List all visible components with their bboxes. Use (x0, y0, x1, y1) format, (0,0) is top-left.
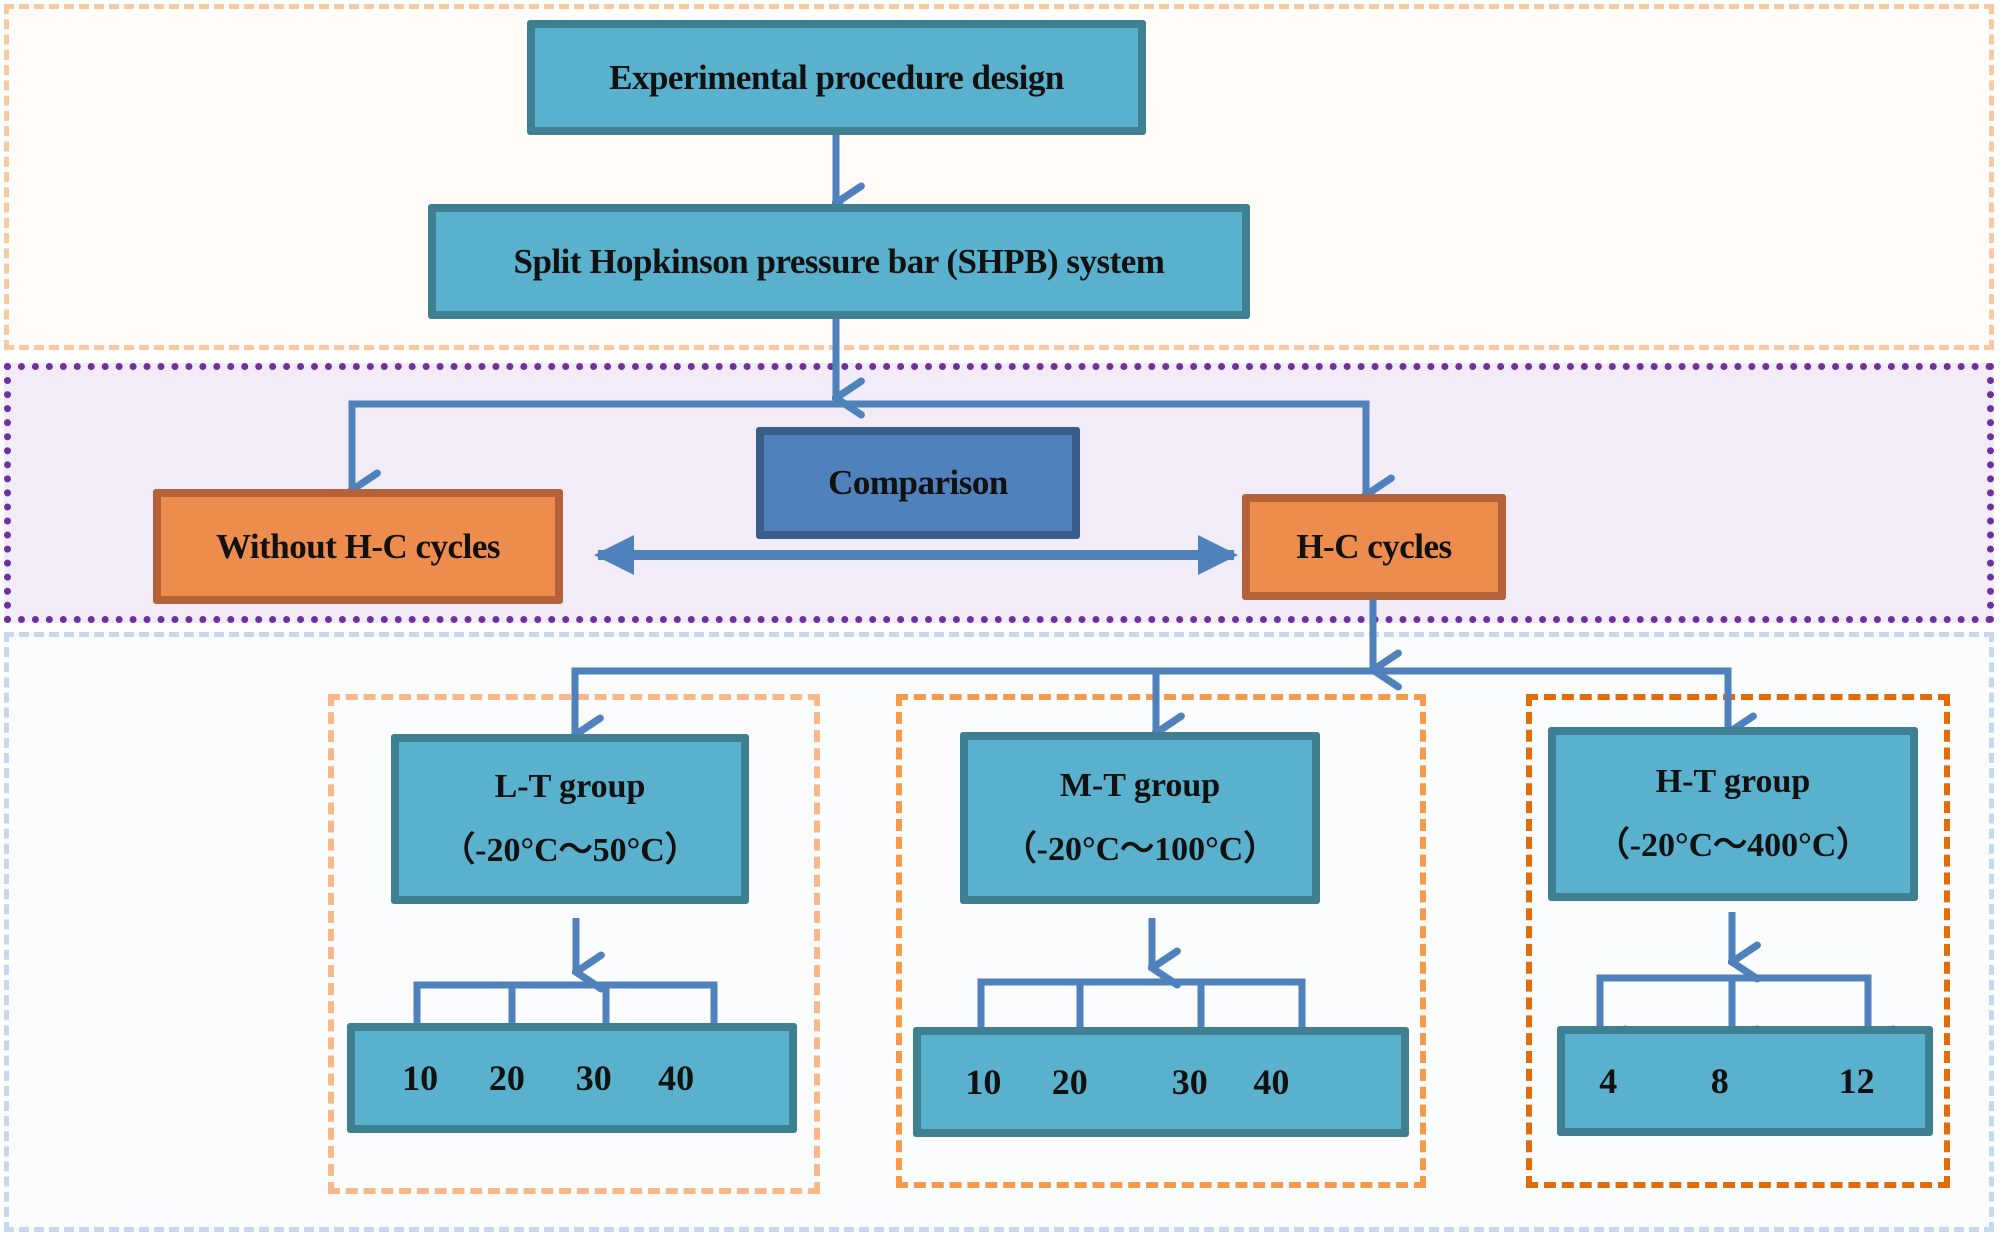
lt-cycle-value: 20 (488, 1058, 525, 1098)
hc-cycles-box: H-C cycles (1242, 494, 1506, 600)
lt-group-range: （-20°C～50°C） (441, 831, 699, 869)
ht-group-frame (1526, 694, 1950, 1188)
lt-cycle-value: 40 (658, 1058, 695, 1098)
ht-cycle-value: 4 (1599, 1061, 1618, 1101)
lt-cycle-value: 30 (575, 1058, 612, 1098)
comparison-label: Comparison (828, 463, 1008, 502)
shpb-system-label: Split Hopkinson pressure bar (SHPB) syst… (513, 241, 1165, 281)
mt-group-box: M-T group （-20°C～100°C） (960, 732, 1320, 904)
experimental-design-label: Experimental procedure design (609, 57, 1064, 97)
without-hc-cycles-box: Without H-C cycles (153, 489, 563, 604)
mt-cycle-value: 40 (1253, 1062, 1290, 1102)
lt-group-box: L-T group （-20°C～50°C） (391, 734, 749, 904)
mt-group-frame (896, 694, 1426, 1188)
lt-cycle-value: 10 (402, 1058, 439, 1098)
lt-group-name: L-T group (494, 767, 646, 805)
shpb-system-box: Split Hopkinson pressure bar (SHPB) syst… (428, 204, 1250, 319)
mt-group-name: M-T group (1059, 766, 1221, 804)
mt-cycles-box: 10 20 30 40 (913, 1027, 1409, 1137)
mt-cycle-value: 30 (1171, 1062, 1208, 1102)
hc-cycles-label: H-C cycles (1296, 527, 1452, 566)
ht-group-range: （-20°C～400°C） (1595, 826, 1871, 864)
mt-group-range: （-20°C～100°C） (1002, 830, 1278, 868)
mt-cycle-value: 10 (965, 1062, 1002, 1102)
ht-group-box: H-T group （-20°C～400°C） (1548, 727, 1918, 901)
experimental-design-box: Experimental procedure design (527, 20, 1146, 135)
ht-group-name: H-T group (1655, 762, 1811, 800)
ht-cycle-value: 8 (1710, 1061, 1729, 1101)
mt-cycle-value: 20 (1051, 1062, 1088, 1102)
ht-cycle-value: 12 (1838, 1061, 1875, 1101)
split-line-groups (571, 667, 1732, 735)
ht-cycles-box: 4 8 12 (1557, 1026, 1933, 1136)
comparison-box: Comparison (756, 427, 1080, 539)
without-hc-cycles-label: Without H-C cycles (216, 526, 500, 566)
lt-cycles-box: 10 20 30 40 (347, 1023, 797, 1133)
